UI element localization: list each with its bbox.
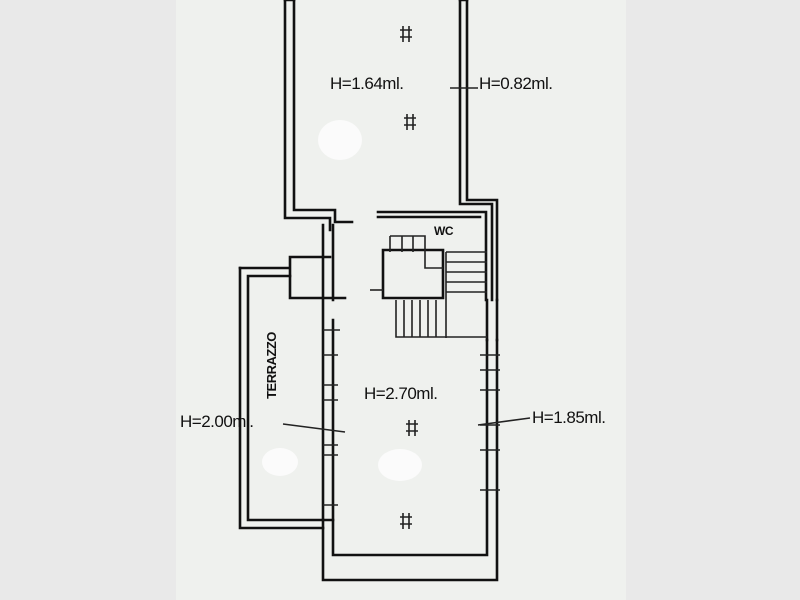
top-room-side-height-label: H=0.82ml.	[479, 74, 553, 93]
main-right-height-label: H=1.85ml.	[532, 408, 606, 427]
terrace-label: TERRAZZO	[263, 332, 279, 399]
ceiling-marks	[400, 26, 418, 529]
corridor-walls	[238, 223, 347, 522]
staircase	[370, 235, 487, 338]
windows	[323, 329, 500, 506]
terrace-walls	[238, 266, 325, 530]
leader-lines	[282, 87, 531, 433]
main-room-height-label: H=2.70ml.	[364, 384, 438, 403]
top-room-walls	[283, 0, 499, 302]
blots	[262, 120, 422, 481]
main-room-walls	[321, 298, 499, 582]
floor-plan-sheet	[176, 0, 626, 600]
main-left-height-label: H=2.00ml.	[180, 412, 254, 431]
wc-label: WC	[434, 224, 454, 238]
top-room-height-label: H=1.64ml.	[330, 74, 404, 93]
